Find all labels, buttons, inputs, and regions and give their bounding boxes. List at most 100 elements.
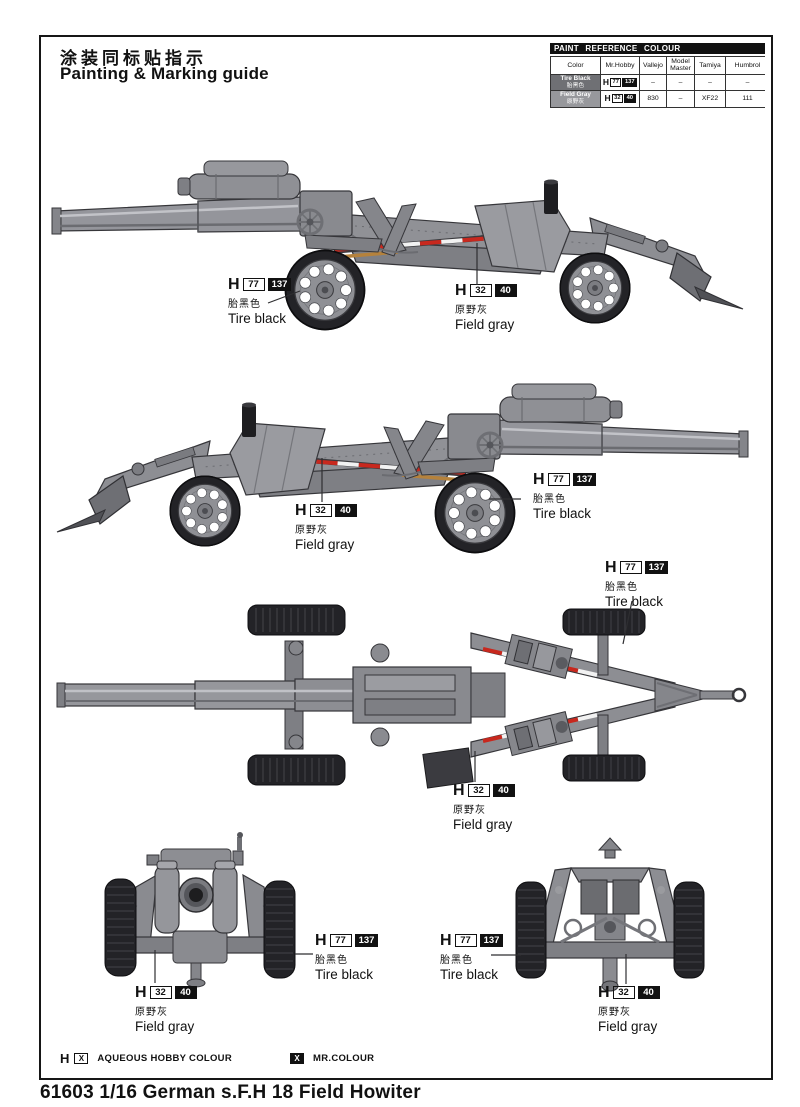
col-header-tamiya: Tamiya [695, 57, 725, 74]
paint-prefix: H [453, 781, 465, 799]
color-name-en: Field gray [455, 317, 515, 332]
paint-prefix: H [295, 501, 307, 519]
swatch-tire-black: Tire Black 胎黑色 [551, 74, 600, 91]
col-header-vallejo: Vallejo [640, 57, 666, 74]
col-header-humbrol: Humbrol [726, 57, 769, 74]
paint-table-header-bar: PAINT REFERENCE COLOUR [550, 43, 765, 54]
swatch-name-en: Field Gray [560, 91, 591, 99]
callout-tire-black-front-view: H 77 137 胎黑色 Tire black [315, 931, 379, 982]
paint-prefix: H [315, 931, 327, 949]
paint-prefix: H [533, 470, 545, 488]
paint-prefix: H [604, 93, 611, 104]
mr-colour-code-box: 40 [637, 986, 660, 999]
color-name-cn: 原野灰 [455, 305, 488, 316]
modelmaster-tire-black: – [667, 74, 694, 91]
callout-tire-black-rear-view: H 77 137 胎黑色 Tire black [440, 931, 504, 982]
limber-wheel-top [562, 608, 646, 636]
trail-clamp-top [504, 633, 573, 679]
mr-colour-code-box: 40 [174, 986, 197, 999]
aqueous-code-chip: 77 [610, 78, 622, 88]
howitzer-side-view-barrel-left [50, 160, 750, 345]
legend-mr-colour: X MR.COLOUR [290, 1052, 374, 1065]
aqueous-code-box: 32 [149, 986, 172, 999]
color-name-en: Field gray [453, 817, 513, 832]
mr-colour-code-box: 137 [479, 934, 504, 947]
tire-right [673, 881, 705, 979]
color-name-en: Tire black [605, 594, 664, 609]
paint-prefix: H [440, 931, 452, 949]
color-name-en: Field gray [135, 1019, 195, 1034]
mrhobby-code-field-gray: H 32 40 [601, 91, 639, 107]
mr-colour-code-box: 137 [644, 561, 669, 574]
aqueous-symbol-box: X [74, 1053, 89, 1064]
kit-number-title: 61603 1/16 German s.F.H 18 Field Howiter [40, 1082, 421, 1103]
tow-bar [699, 690, 735, 700]
callout-field-gray-front-view: H 32 40 原野灰 Field gray [135, 983, 197, 1034]
swatch-name-en: Tire Black [560, 74, 591, 82]
callout-field-gray-top-view: H 32 40 原野灰 Field gray [453, 781, 515, 832]
tire-right [263, 880, 296, 979]
color-name-cn: 胎黑色 [533, 494, 566, 505]
legend-label: AQUEOUS HOBBY COLOUR [97, 1053, 233, 1064]
color-name-cn: 原野灰 [453, 805, 486, 816]
top-carriage [352, 643, 506, 747]
aqueous-code-box: 32 [309, 504, 332, 517]
aqueous-code-box: 77 [242, 278, 265, 291]
paint-prefix: H [135, 983, 147, 1001]
muzzle [178, 877, 214, 913]
aqueous-code-chip: 32 [611, 94, 624, 104]
col-header-mrhobby: Mr.Hobby [601, 57, 639, 74]
howitzer-top-view [56, 604, 747, 789]
swatch-name-cn: 胎黑色 [566, 82, 585, 89]
color-name-cn: 原野灰 [295, 525, 328, 536]
main-wheel-top [247, 604, 346, 636]
mrhobby-code-tire-black: H 77 137 [601, 74, 639, 91]
mr-colour-code-chip: 40 [624, 94, 636, 104]
tire-left [104, 878, 137, 977]
aqueous-code-box: 32 [467, 784, 490, 797]
paint-prefix: H [602, 76, 609, 87]
howitzer-front-view [104, 832, 296, 988]
callout-field-gray-rear-view: H 32 40 原野灰 Field gray [598, 984, 660, 1034]
page-frame [39, 35, 773, 1080]
aqueous-code-box: 77 [454, 934, 477, 947]
callout-field-gray-view1: H 32 40 原野灰 Field gray [455, 282, 517, 332]
color-name-en: Field gray [295, 537, 355, 552]
color-name-cn: 胎黑色 [228, 299, 261, 310]
vallejo-tire-black: – [640, 74, 666, 91]
page-title-en: Painting & Marking guide [60, 64, 269, 83]
color-name-cn: 胎黑色 [440, 955, 473, 966]
callout-tire-black-view2: H 77 137 胎黑色 Tire black [533, 470, 597, 521]
mr-colour-code-box: 137 [572, 473, 597, 486]
aqueous-code-box: 77 [619, 561, 642, 574]
aqueous-code-box: 77 [547, 473, 570, 486]
main-wheel-bottom [247, 754, 346, 786]
humbrol-tire-black: – [726, 74, 769, 91]
paint-prefix: H [60, 1051, 70, 1066]
mr-colour-symbol-box: X [290, 1053, 304, 1064]
legend-aqueous-hobby-colour: H X AQUEOUS HOBBY COLOUR [60, 1051, 233, 1066]
page-title-cn: 涂装同标贴指示 [60, 49, 207, 68]
col-header-modelmaster: Model Master [667, 57, 694, 74]
humbrol-field-gray: 111 [726, 91, 769, 107]
limber-wheel-bottom [562, 754, 646, 782]
howitzer-side-view-barrel-right [50, 383, 750, 568]
col-header-color: Color [551, 57, 600, 74]
legend-label: MR.COLOUR [313, 1053, 375, 1064]
spade-plate [422, 747, 474, 789]
mr-colour-code-box: 40 [494, 284, 517, 297]
color-name-en: Tire black [533, 506, 592, 521]
paint-reference-table: Color Mr.Hobby Vallejo Model Master Tami… [550, 56, 769, 108]
color-name-en: Tire black [228, 311, 287, 326]
mr-colour-code-box: 40 [492, 784, 515, 797]
callout-tire-black-top-view: H 77 137 胎黑色 Tire black [605, 558, 669, 609]
color-name-cn: 胎黑色 [605, 582, 638, 593]
aqueous-code-box: 77 [329, 934, 352, 947]
mr-colour-code-box: 137 [354, 934, 379, 947]
color-name-en: Field gray [598, 1019, 658, 1034]
callout-tire-black-view1: H 77 137 胎黑色 Tire black [228, 276, 292, 326]
paint-prefix: H [605, 558, 617, 576]
barrel-top [56, 678, 356, 712]
tire-left [515, 881, 547, 979]
mr-colour-code-box: 40 [334, 504, 357, 517]
